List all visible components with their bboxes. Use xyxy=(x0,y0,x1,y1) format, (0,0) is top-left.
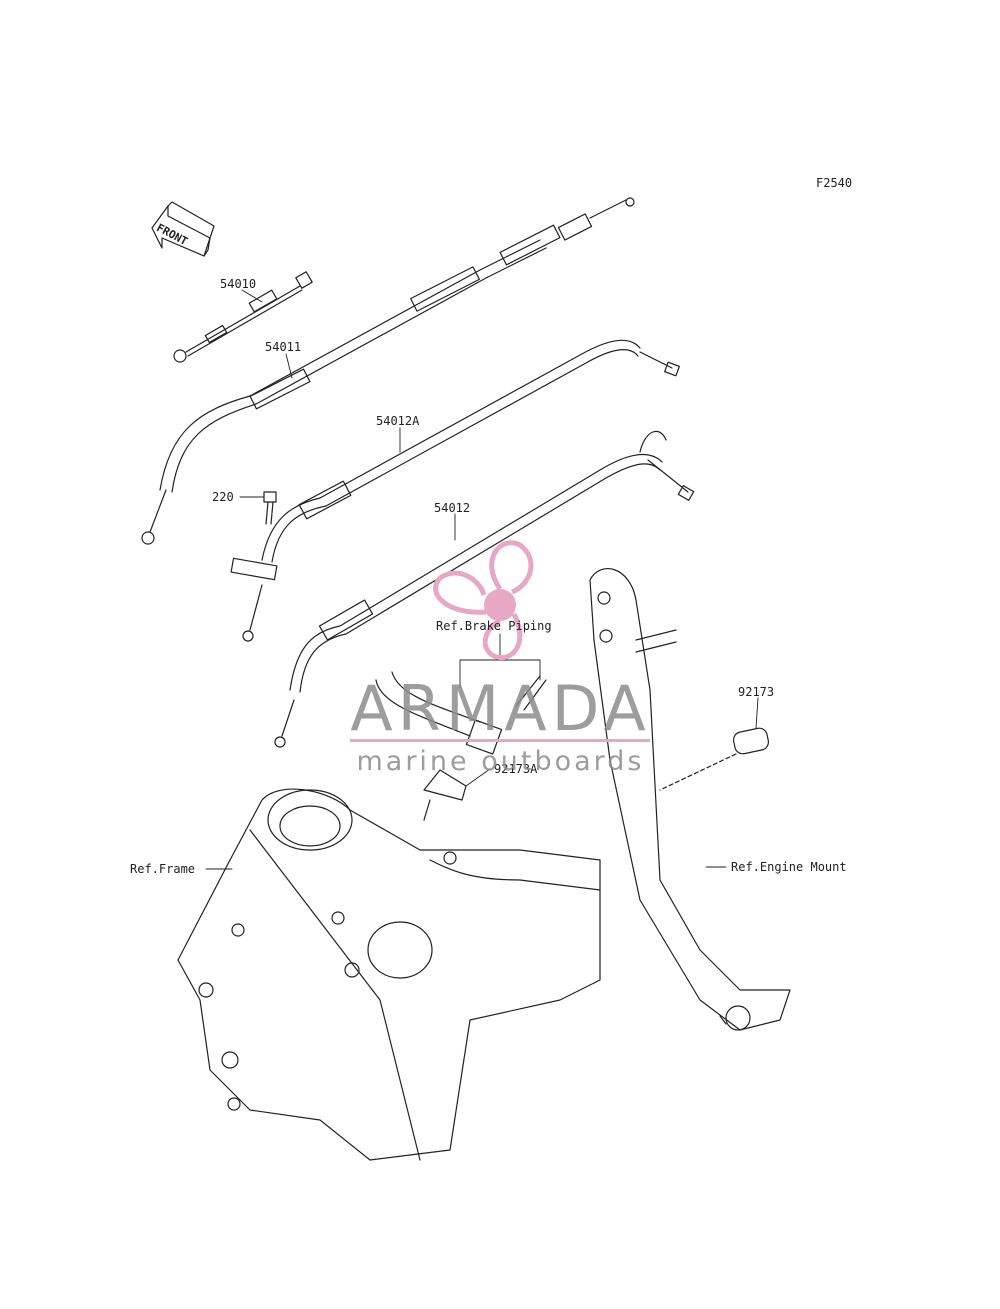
front-arrow-icon xyxy=(151,201,215,257)
clamp-92173 xyxy=(659,727,770,791)
cable-54012 xyxy=(274,430,695,748)
figure-code: F2540 xyxy=(816,176,853,190)
watermark-title: ARMADA xyxy=(350,672,651,745)
cable-54010 xyxy=(173,271,313,363)
label-92173: 92173 xyxy=(738,685,775,699)
leader-lines xyxy=(205,289,759,870)
engine-mount xyxy=(589,568,791,1031)
label-54012A: 54012A xyxy=(376,414,420,428)
watermark-subtitle: marine outboards xyxy=(356,746,645,777)
label-54011: 54011 xyxy=(265,340,302,354)
label-ref-engine-mount: Ref.Engine Mount xyxy=(731,860,847,874)
frame xyxy=(177,788,601,1161)
label-ref-frame: Ref.Frame xyxy=(130,862,196,876)
brake-hose xyxy=(375,671,547,755)
label-ref-brake-piping: Ref.Brake Piping xyxy=(436,619,552,633)
label-54010: 54010 xyxy=(220,277,257,291)
watermark-logo-icon xyxy=(433,540,534,661)
label-54012: 54012 xyxy=(434,501,471,515)
watermark-divider xyxy=(350,739,650,742)
screw-220 xyxy=(263,491,277,525)
cable-54011 xyxy=(141,197,635,545)
label-92173A: 92173A xyxy=(494,762,538,776)
cable-54012A xyxy=(230,339,680,642)
clamp-92173A xyxy=(423,769,467,821)
label-220: 220 xyxy=(212,490,234,504)
